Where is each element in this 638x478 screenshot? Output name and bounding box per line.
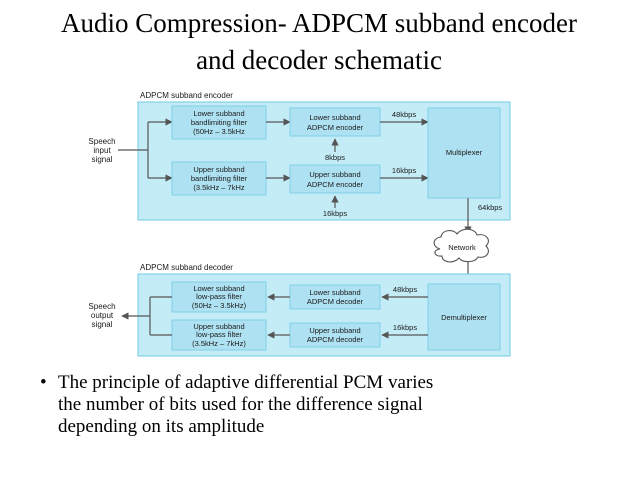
- svg-text:Upper subband: Upper subband: [193, 165, 244, 174]
- bullet-line-2: the number of bits used for the differen…: [58, 394, 423, 415]
- encoder-lower-rate: 48kbps: [392, 110, 416, 119]
- bullet-line-1: The principle of adaptive differential P…: [58, 372, 434, 393]
- lower-adpcm-decoder-box: Lower subband ADPCM decoder: [289, 284, 381, 310]
- svg-text:ADPCM encoder: ADPCM encoder: [307, 123, 364, 132]
- svg-text:output: output: [91, 311, 114, 320]
- lower-adpcm-encoder-box: Lower subband ADPCM encoder: [289, 107, 381, 137]
- svg-text:signal: signal: [92, 320, 113, 329]
- decoder-upper-filter-box: Upper subband low-pass filter (3.5kHz – …: [171, 319, 267, 351]
- svg-text:Upper subband: Upper subband: [309, 326, 360, 335]
- svg-text:Lower subband: Lower subband: [193, 284, 244, 293]
- svg-text:low-pass filter: low-pass filter: [196, 292, 242, 301]
- decoder-lower-filter-box: Lower subband low-pass filter (50Hz – 3.…: [171, 281, 267, 313]
- svg-text:input: input: [93, 146, 111, 155]
- link-rate: 64kbps: [478, 203, 502, 212]
- svg-text:(50Hz – 3.5kHz): (50Hz – 3.5kHz): [192, 301, 247, 310]
- svg-text:bandlimiting filter: bandlimiting filter: [191, 174, 248, 183]
- svg-text:Lower subband: Lower subband: [309, 113, 360, 122]
- encoder-input-label: Speech input signal: [88, 137, 115, 164]
- svg-text:Demultiplexer: Demultiplexer: [441, 313, 487, 322]
- svg-text:Network: Network: [448, 243, 476, 252]
- svg-text:(50Hz – 3.5kHz: (50Hz – 3.5kHz: [193, 127, 245, 136]
- network-cloud-icon: Network: [433, 228, 489, 263]
- svg-text:Speech: Speech: [88, 302, 115, 311]
- decoder-title: ADPCM subband decoder: [140, 263, 233, 272]
- svg-text:Upper subband: Upper subband: [193, 322, 244, 331]
- encoder-title: ADPCM subband encoder: [140, 91, 233, 100]
- encoder-upper-rate: 16kbps: [392, 166, 416, 175]
- bullet-dot-icon: •: [40, 372, 47, 393]
- decoder-upper-rate: 16kbps: [393, 323, 417, 332]
- svg-text:Lower subband: Lower subband: [309, 288, 360, 297]
- svg-text:signal: signal: [92, 155, 113, 164]
- slide-title-line-1: Audio Compression- ADPCM subband encoder: [61, 8, 577, 38]
- lower-control-rate: 8kbps: [325, 153, 345, 162]
- upper-adpcm-encoder-box: Upper subband ADPCM encoder: [289, 164, 381, 194]
- slide-title-line-2: and decoder schematic: [196, 45, 442, 75]
- decoder-lower-rate: 48kbps: [393, 285, 417, 294]
- svg-text:Multiplexer: Multiplexer: [446, 148, 483, 157]
- svg-text:ADPCM decoder: ADPCM decoder: [307, 335, 364, 344]
- demultiplexer-box: Demultiplexer: [427, 283, 501, 351]
- svg-text:(3.5kHz – 7kHz: (3.5kHz – 7kHz: [193, 183, 245, 192]
- encoder-lower-filter-box: Lower subband bandlimiting filter (50Hz …: [171, 105, 267, 140]
- svg-text:ADPCM encoder: ADPCM encoder: [307, 180, 364, 189]
- svg-text:bandlimiting filter: bandlimiting filter: [191, 118, 248, 127]
- bullet-point: • The principle of adaptive differential…: [40, 372, 618, 438]
- multiplexer-box: Multiplexer: [427, 107, 501, 199]
- svg-text:Upper subband: Upper subband: [309, 170, 360, 179]
- svg-text:ADPCM decoder: ADPCM decoder: [307, 297, 364, 306]
- upper-control-rate: 16kbps: [323, 209, 347, 218]
- svg-text:low-pass filter: low-pass filter: [196, 330, 242, 339]
- encoder-upper-filter-box: Upper subband bandlimiting filter (3.5kH…: [171, 161, 267, 196]
- svg-text:Lower subband: Lower subband: [193, 109, 244, 118]
- upper-adpcm-decoder-box: Upper subband ADPCM decoder: [289, 322, 381, 348]
- svg-text:(3.5kHz – 7kHz): (3.5kHz – 7kHz): [192, 339, 246, 348]
- decoder-output-label: Speech output signal: [88, 302, 115, 329]
- svg-text:Speech: Speech: [88, 137, 115, 146]
- bullet-line-3: depending on its amplitude: [58, 416, 265, 437]
